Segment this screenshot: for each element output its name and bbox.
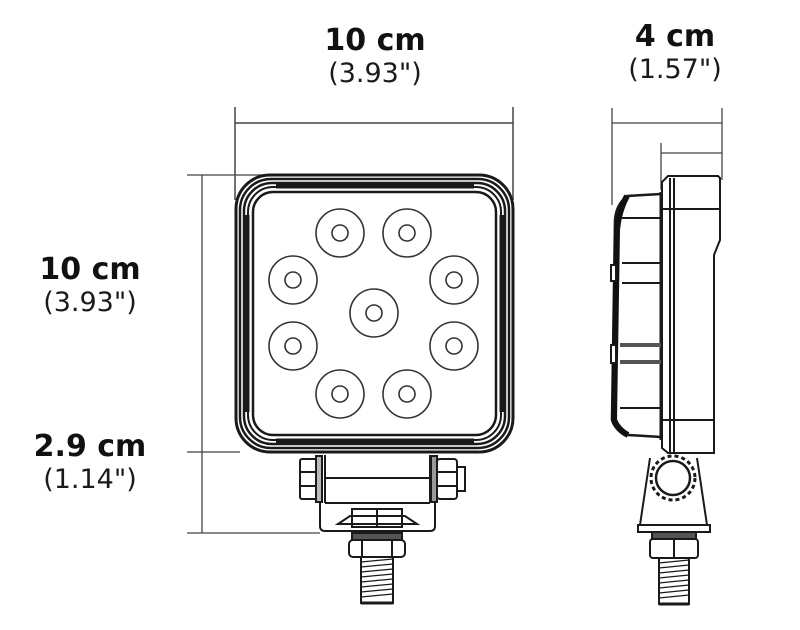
width-dimension-line xyxy=(234,107,514,200)
bracket-height-metric: 2.9 cm xyxy=(33,429,147,464)
front-bracket xyxy=(299,455,466,605)
led-5 xyxy=(349,288,399,338)
depth-imperial: (1.57") xyxy=(628,54,722,85)
bracket-height-imperial: (1.14") xyxy=(43,464,137,495)
led-array xyxy=(268,208,479,419)
led-3 xyxy=(268,255,318,305)
width-label: 10 cm (3.93") xyxy=(295,23,455,89)
led-7 xyxy=(429,321,479,371)
bracket-height-label: 2.9 cm (1.14") xyxy=(20,429,160,495)
led-2 xyxy=(382,208,432,258)
height-label: 10 cm (3.93") xyxy=(20,252,160,318)
side-bracket xyxy=(637,454,711,606)
width-metric: 10 cm xyxy=(324,23,426,58)
depth-dimension-line xyxy=(611,108,723,205)
width-imperial: (3.93") xyxy=(328,58,422,89)
led-1 xyxy=(315,208,365,258)
depth-metric: 4 cm xyxy=(634,19,716,54)
side-housing xyxy=(610,175,721,454)
front-housing xyxy=(234,173,515,454)
height-dimension-line xyxy=(187,174,320,534)
led-6 xyxy=(268,321,318,371)
led-9 xyxy=(382,369,432,419)
height-metric: 10 cm xyxy=(39,252,141,287)
depth-label: 4 cm (1.57") xyxy=(605,19,745,85)
led-4 xyxy=(429,255,479,305)
led-8 xyxy=(315,369,365,419)
height-imperial: (3.93") xyxy=(43,287,137,318)
